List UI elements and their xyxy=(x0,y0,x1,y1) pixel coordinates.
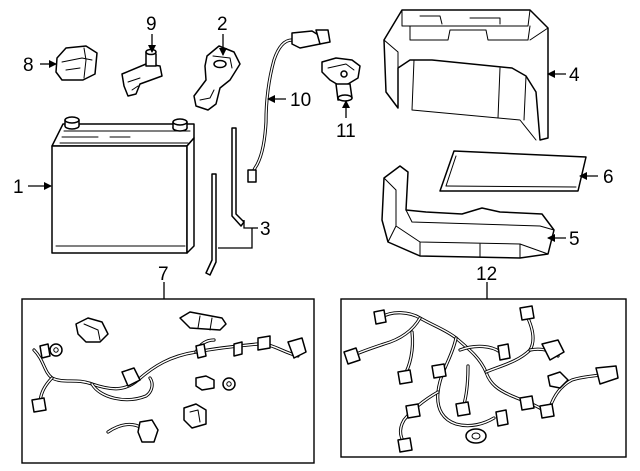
callout-8: 8 xyxy=(23,55,34,76)
harness-7-frame xyxy=(21,298,315,464)
callout-labels: 1 2 3 4 5 6 7 8 9 10 11 12 xyxy=(13,14,614,285)
battery-pad-part[interactable] xyxy=(439,150,587,192)
callout-lines xyxy=(28,34,598,299)
battery-terminal-part[interactable] xyxy=(121,48,163,97)
callout-3: 3 xyxy=(260,219,271,240)
battery-clamp-part[interactable] xyxy=(193,45,241,111)
callout-11: 11 xyxy=(336,121,356,142)
wire-harness-12-part[interactable] xyxy=(343,305,619,453)
harness-12-frame xyxy=(340,298,627,458)
battery-part[interactable] xyxy=(51,116,195,254)
callout-5: 5 xyxy=(569,229,580,250)
callout-2: 2 xyxy=(217,14,228,35)
callout-7: 7 xyxy=(158,264,169,285)
callout-9: 9 xyxy=(146,14,157,35)
wire-harness-7-part[interactable] xyxy=(31,311,307,443)
battery-cable-part[interactable] xyxy=(247,29,331,183)
battery-tray-lower-part[interactable] xyxy=(381,165,555,259)
terminal-cover-part[interactable] xyxy=(55,45,98,81)
callout-6: 6 xyxy=(603,167,614,188)
callout-1: 1 xyxy=(13,177,24,198)
callout-10: 10 xyxy=(290,90,311,111)
battery-tray-upper-part[interactable] xyxy=(383,9,549,141)
hold-down-rods-part[interactable] xyxy=(205,127,245,276)
sensor-part[interactable] xyxy=(321,57,361,102)
callout-4: 4 xyxy=(569,65,580,86)
callout-12: 12 xyxy=(476,264,497,285)
